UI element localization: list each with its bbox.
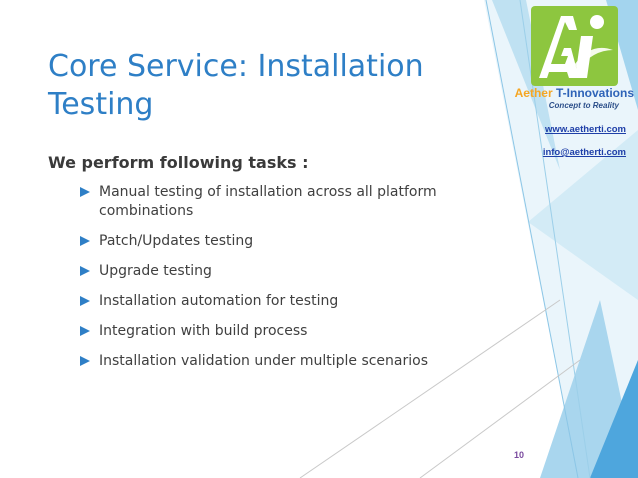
- brand-tagline: Concept to Reality: [548, 101, 619, 110]
- list-item-text: Manual testing of installation across al…: [99, 184, 437, 219]
- right-triangle-icon: [80, 356, 90, 366]
- right-triangle-icon: [80, 296, 90, 306]
- email-link[interactable]: info@aetherti.com: [542, 147, 626, 158]
- list-item-text: Patch/Updates testing: [99, 233, 254, 249]
- list-item: Installation automation for testing: [80, 292, 480, 311]
- list-item: Manual testing of installation across al…: [80, 183, 480, 221]
- brand-name-part1: Aether: [514, 86, 553, 100]
- page-number: 10: [514, 450, 525, 460]
- list-item: Integration with build process: [80, 322, 480, 341]
- list-item-text: Installation automation for testing: [99, 293, 339, 309]
- right-triangle-icon: [80, 187, 90, 197]
- list-item: Installation validation under multiple s…: [80, 352, 480, 371]
- list-item: Upgrade testing: [80, 262, 480, 281]
- brand-name: Aether T-Innovations: [500, 86, 634, 100]
- list-item: Patch/Updates testing: [80, 232, 480, 251]
- list-item-text: Upgrade testing: [99, 263, 212, 279]
- list-item-text: Installation validation under multiple s…: [99, 353, 428, 369]
- task-list: Manual testing of installation across al…: [80, 183, 480, 382]
- website-link[interactable]: www.aetherti.com: [545, 124, 626, 135]
- company-logo: [531, 6, 618, 86]
- brand-name-part2: T-Innovations: [556, 86, 634, 100]
- tasks-heading: We perform following tasks :: [48, 153, 309, 172]
- list-item-text: Integration with build process: [99, 323, 308, 339]
- logo-mark-icon: [539, 15, 613, 78]
- slide-title: Core Service: Installation Testing: [48, 49, 424, 122]
- right-triangle-icon: [80, 326, 90, 336]
- right-triangle-icon: [80, 236, 90, 246]
- right-triangle-icon: [80, 266, 90, 276]
